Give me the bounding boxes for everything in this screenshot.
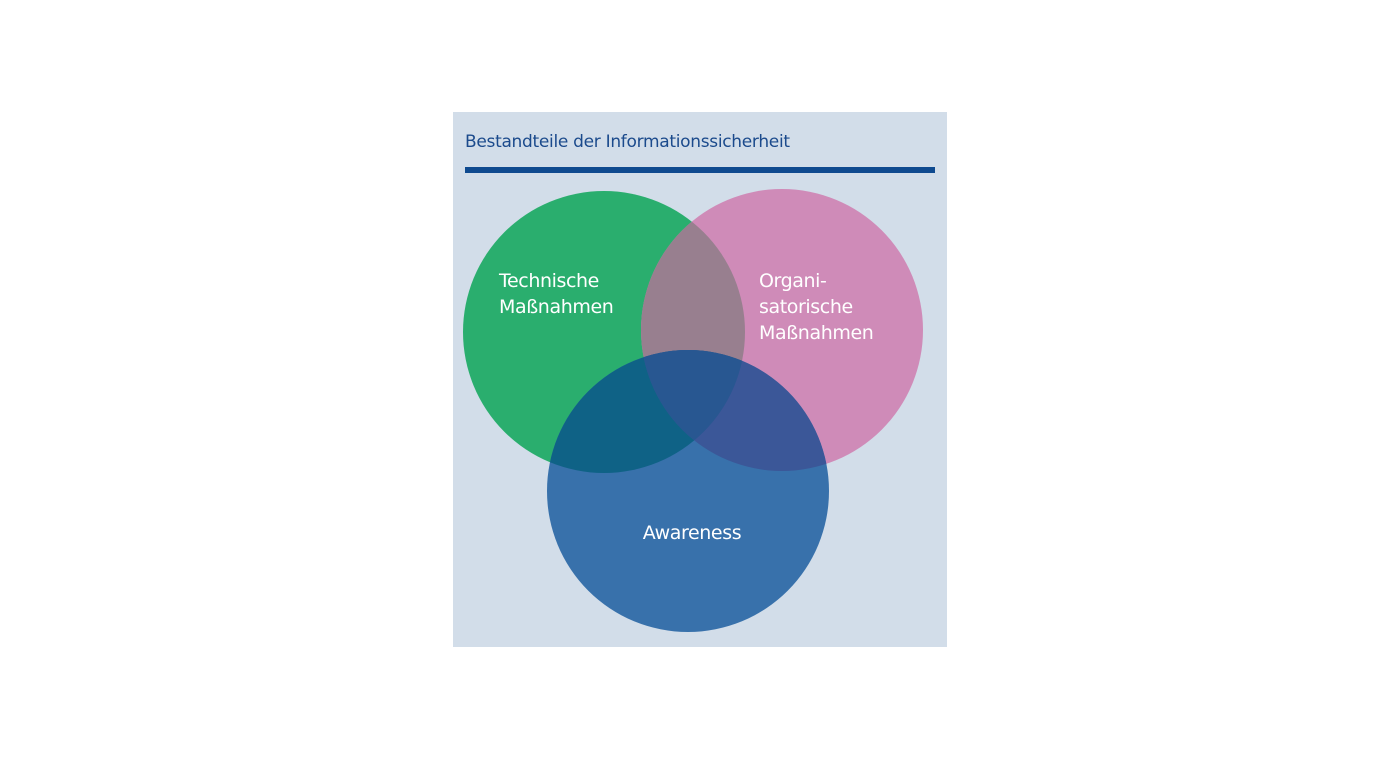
label-organisatorische-massnahmen: Organi- satorische Maßnahmen — [759, 270, 873, 344]
diagram-panel: Bestandteile der Informationssicherheit … — [453, 112, 947, 647]
title-rule — [465, 167, 935, 173]
overlap-org-awareness — [641, 350, 829, 471]
label-technische-massnahmen: Technische Maßnahmen — [498, 270, 613, 318]
overlap-tech-awareness — [547, 350, 745, 473]
label-awareness: Awareness — [643, 522, 741, 544]
diagram-title: Bestandteile der Informationssicherheit — [465, 132, 790, 152]
venn-diagram: Technische Maßnahmen Organi- satorische … — [463, 189, 923, 632]
